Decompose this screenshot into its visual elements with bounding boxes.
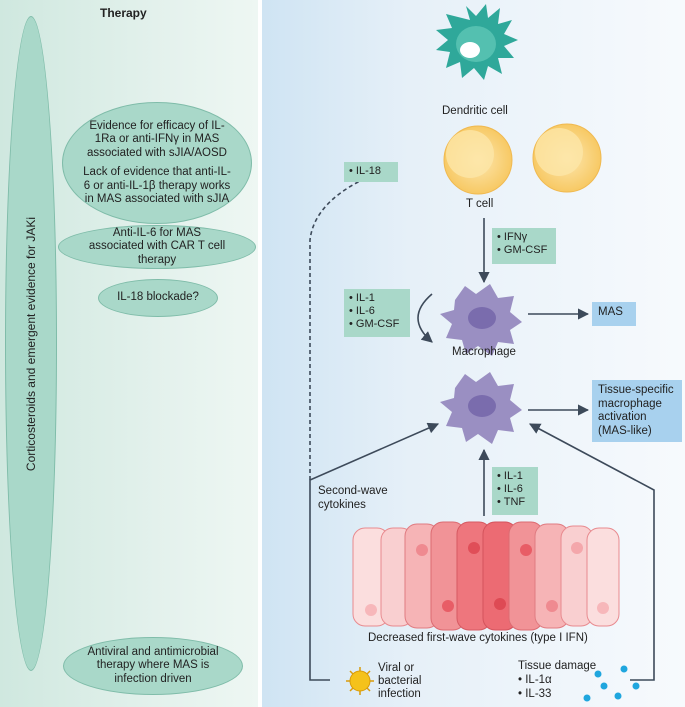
tissue-activation-label: Tissue-specific macrophage activation (M… [598, 384, 674, 437]
therapy-ellipse-antiviral: Antiviral and antimicrobial therapy wher… [63, 637, 243, 695]
tissue-activation-box: Tissue-specific macrophage activation (M… [592, 380, 682, 442]
cytokine-il6-b: IL-6 [497, 483, 533, 496]
cytokine-tnf: TNF [497, 496, 533, 509]
cytokine-il6: IL-6 [349, 305, 405, 318]
epithelium-icon [352, 521, 620, 631]
dendritic-cell-label: Dendritic cell [442, 105, 508, 117]
dendritic-cell-icon [436, 4, 518, 80]
panel-divider [258, 0, 262, 707]
epithelial-cytokine-box: IL-1 IL-6 TNF [492, 467, 538, 515]
il18-box: IL-18 [344, 162, 398, 182]
first-wave-label: Decreased first-wave cytokines (type I I… [368, 632, 588, 644]
ellipse-text-il18: IL-18 blockade? [117, 291, 199, 304]
cytokine-gm-csf-2: GM-CSF [349, 318, 405, 331]
second-wave-label: Second-wave cytokines [318, 485, 388, 511]
cytokine-ifng: IFNγ [497, 231, 551, 244]
tissue-macrophage-icon [440, 372, 522, 444]
infection-label: Viral or bacterial infection [378, 662, 422, 700]
ellipse-text-antiviral: Antiviral and antimicrobial therapy wher… [87, 645, 219, 685]
autocrine-loop-arrow [417, 293, 433, 343]
cytokine-il1: IL-1 [349, 292, 405, 305]
damage-item-il33-text: IL-33 [525, 688, 552, 700]
damage-to-macrophage-arrow [529, 423, 655, 681]
cytokine-gm-csf: GM-CSF [497, 244, 551, 257]
therapy-title: Therapy [100, 6, 147, 20]
ellipse-text-efficacy: Evidence for efficacy of IL-1Ra or anti-… [87, 119, 227, 159]
cytokine-il1-b: IL-1 [497, 470, 533, 483]
corticosteroids-ellipse [5, 16, 57, 671]
mas-box: MAS [592, 302, 636, 326]
tcell-cytokine-box: IFNγ GM-CSF [492, 228, 556, 264]
ellipse-text-car-t: Anti-IL-6 for MAS associated with CAR T … [88, 226, 226, 266]
t-cell-icon [443, 125, 513, 195]
therapy-ellipse-il18: IL-18 blockade? [98, 279, 218, 317]
therapy-ellipse-sjia: Evidence for efficacy of IL-1Ra or anti-… [62, 102, 252, 224]
tissue-damage-label: Tissue damage [518, 660, 597, 672]
virus-icon [346, 667, 374, 695]
infection-to-macrophage-arrow [309, 422, 440, 681]
ellipse-text-lack-evidence: Lack of evidence that anti-IL-6 or anti-… [83, 166, 231, 205]
damage-item-il33: • IL-33 [518, 688, 552, 700]
mas-label: MAS [598, 306, 623, 318]
damage-item-il1a-text: IL-1α [525, 674, 552, 686]
macrophage-icon [440, 284, 522, 356]
therapy-ellipse-car-t: Anti-IL-6 for MAS associated with CAR T … [58, 225, 256, 269]
macrophage-cytokine-box: IL-1 IL-6 GM-CSF [344, 289, 410, 337]
il18-item: IL-18 [349, 165, 393, 178]
damage-dots-icon [583, 665, 640, 702]
t-cell-label: T cell [466, 198, 494, 210]
damage-item-il1a: • IL-1α [518, 674, 552, 686]
il18-dashed-arrow [309, 166, 392, 480]
t-cell-icon-second [532, 123, 602, 193]
macrophage-label: Macrophage [452, 346, 516, 358]
